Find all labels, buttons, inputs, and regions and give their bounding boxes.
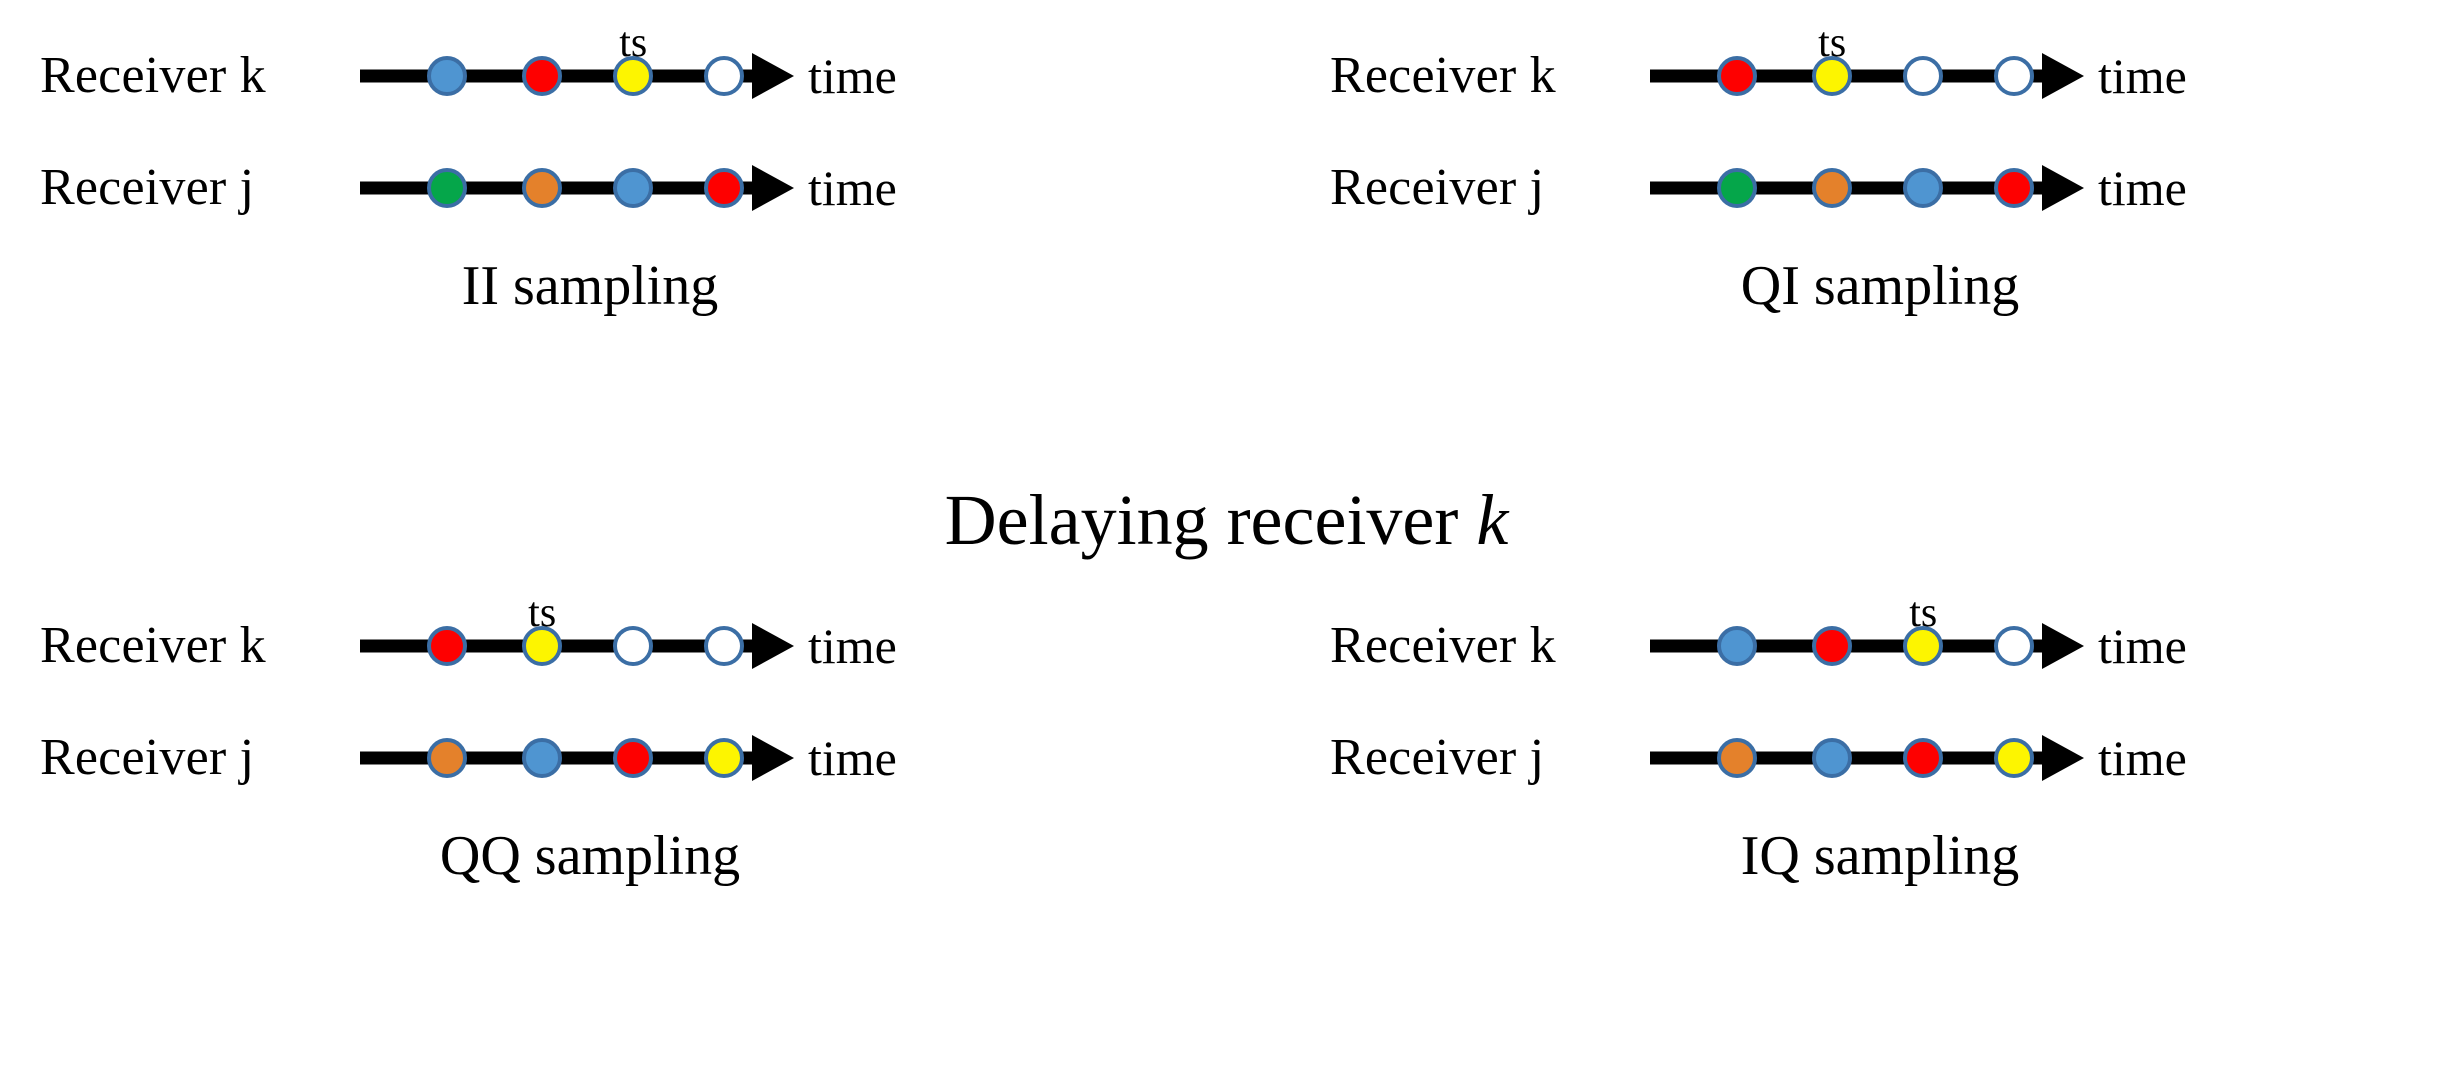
sample-marker-orange <box>1812 168 1853 208</box>
sample-marker-red <box>1812 626 1853 666</box>
sample-marker-blue <box>522 738 563 778</box>
arrow-right-icon <box>752 165 794 211</box>
receiver-label: Receiver k <box>40 47 266 104</box>
center-title-italic-k: k <box>1476 480 1509 560</box>
timeline-row-receiver-k: Receiver k time ts <box>30 20 1130 132</box>
receiver-label: Receiver k <box>40 617 266 674</box>
sample-marker-blue <box>1903 168 1944 208</box>
sample-marker-yellow <box>613 56 654 96</box>
center-title: Delaying receiver k <box>0 484 2453 556</box>
sample-marker-red <box>1903 738 1944 778</box>
time-axis-label: time <box>2098 730 2187 786</box>
time-axis: time ts <box>360 20 897 132</box>
sample-marker-yellow <box>704 738 745 778</box>
time-axis-label: time <box>808 160 897 216</box>
sample-marker-white <box>704 626 745 666</box>
arrow-right-icon <box>752 735 794 781</box>
timeline-row-receiver-k: Receiver k time ts <box>1320 590 2420 702</box>
receiver-label: Receiver k <box>1330 617 1556 674</box>
sample-marker-green <box>1717 168 1758 208</box>
time-axis-label: time <box>2098 618 2187 674</box>
sample-marker-blue <box>427 56 468 96</box>
ts-tick-label: ts <box>528 590 557 636</box>
receiver-label: Receiver j <box>40 729 255 786</box>
sample-marker-red <box>522 56 563 96</box>
sample-marker-orange <box>1717 738 1758 778</box>
arrow-right-icon <box>2042 735 2084 781</box>
arrow-right-icon <box>752 623 794 669</box>
timeline-row-receiver-k: Receiver k time ts <box>1320 20 2420 132</box>
time-axis: time ts <box>360 590 897 702</box>
sample-marker-yellow <box>1903 626 1944 666</box>
panel-caption: QI sampling <box>1740 255 2020 317</box>
sample-marker-yellow <box>1812 56 1853 96</box>
timeline-row-receiver-k: Receiver k time ts <box>30 590 1130 702</box>
receiver-label: Receiver j <box>1330 729 1545 786</box>
time-axis: time ts <box>1650 590 2187 702</box>
time-axis: time <box>360 702 897 814</box>
receiver-label: Receiver j <box>1330 159 1545 216</box>
time-axis-label: time <box>808 618 897 674</box>
panel-caption: QQ sampling <box>439 825 741 887</box>
time-axis-label: time <box>2098 48 2187 104</box>
timeline-row-receiver-j: Receiver j time <box>1320 702 2420 814</box>
panel-caption: II sampling <box>461 255 719 317</box>
sample-marker-red <box>1994 168 2035 208</box>
sample-marker-red <box>704 168 745 208</box>
sample-marker-orange <box>427 738 468 778</box>
receiver-label: Receiver k <box>1330 47 1556 104</box>
sample-marker-yellow <box>1994 738 2035 778</box>
timeline-row-receiver-j: Receiver j time <box>1320 132 2420 244</box>
time-axis-label: time <box>2098 160 2187 216</box>
sample-marker-blue <box>613 168 654 208</box>
ts-tick-label: ts <box>1818 20 1847 66</box>
arrow-right-icon <box>2042 53 2084 99</box>
panel-caption: IQ sampling <box>1740 825 2020 887</box>
sample-marker-white <box>1903 56 1944 96</box>
sample-marker-orange <box>522 168 563 208</box>
timeline-row-receiver-j: Receiver j time <box>30 702 1130 814</box>
time-axis-label: time <box>808 48 897 104</box>
sample-marker-green <box>427 168 468 208</box>
sample-marker-red <box>613 738 654 778</box>
sample-marker-blue <box>1717 626 1758 666</box>
time-axis: time <box>1650 702 2187 814</box>
center-title-text: Delaying receiver <box>944 480 1477 560</box>
time-axis-label: time <box>808 730 897 786</box>
sample-marker-white <box>1994 56 2035 96</box>
ts-tick-label: ts <box>1909 590 1938 636</box>
arrow-right-icon <box>752 53 794 99</box>
sample-marker-white <box>1994 626 2035 666</box>
time-axis: time <box>360 132 897 244</box>
sample-marker-white <box>704 56 745 96</box>
sample-marker-white <box>613 626 654 666</box>
ts-tick-label: ts <box>619 20 648 66</box>
arrow-right-icon <box>2042 165 2084 211</box>
sample-marker-blue <box>1812 738 1853 778</box>
time-axis: time <box>1650 132 2187 244</box>
sample-marker-red <box>427 626 468 666</box>
time-axis: time ts <box>1650 20 2187 132</box>
timeline-row-receiver-j: Receiver j time <box>30 132 1130 244</box>
receiver-label: Receiver j <box>40 159 255 216</box>
sample-marker-red <box>1717 56 1758 96</box>
arrow-right-icon <box>2042 623 2084 669</box>
sample-marker-yellow <box>522 626 563 666</box>
